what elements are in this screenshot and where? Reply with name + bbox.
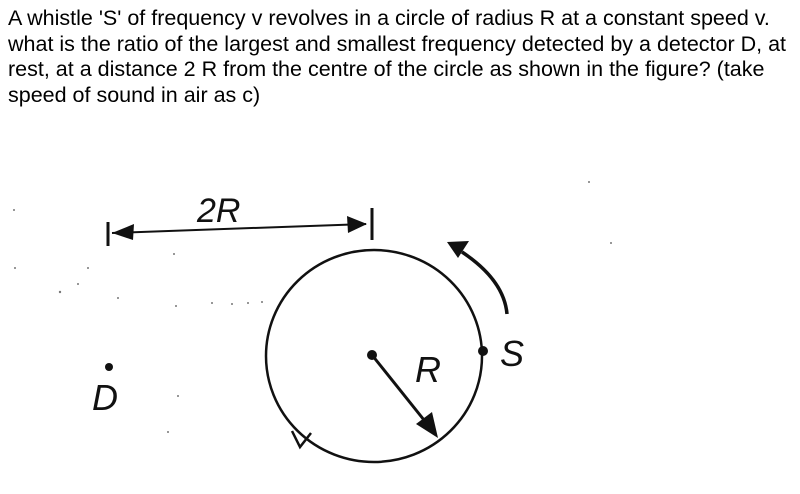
- rotation-arrow: [461, 250, 509, 315]
- orbit-circle: [264, 248, 484, 464]
- dimension-arrowhead-right: [347, 216, 367, 233]
- detector-label: D: [92, 377, 118, 418]
- radius-line: [370, 354, 430, 426]
- dimension-line: [111, 223, 367, 234]
- radius-arrowhead: [416, 412, 438, 438]
- rotation-arrowhead: [447, 241, 469, 258]
- dimension-arrowhead-left: [112, 224, 134, 240]
- radius-label: R: [415, 349, 441, 390]
- source-point: [478, 346, 488, 356]
- detector-point: [105, 363, 113, 371]
- distance-label: 2R: [196, 192, 240, 230]
- orbit-direction-mark: [290, 430, 312, 450]
- question-text: A whistle 'S' of frequency v revolves in…: [8, 6, 787, 107]
- distance-dimension: [106, 208, 374, 246]
- scan-specks: [13, 181, 612, 433]
- source-label: S: [500, 333, 524, 374]
